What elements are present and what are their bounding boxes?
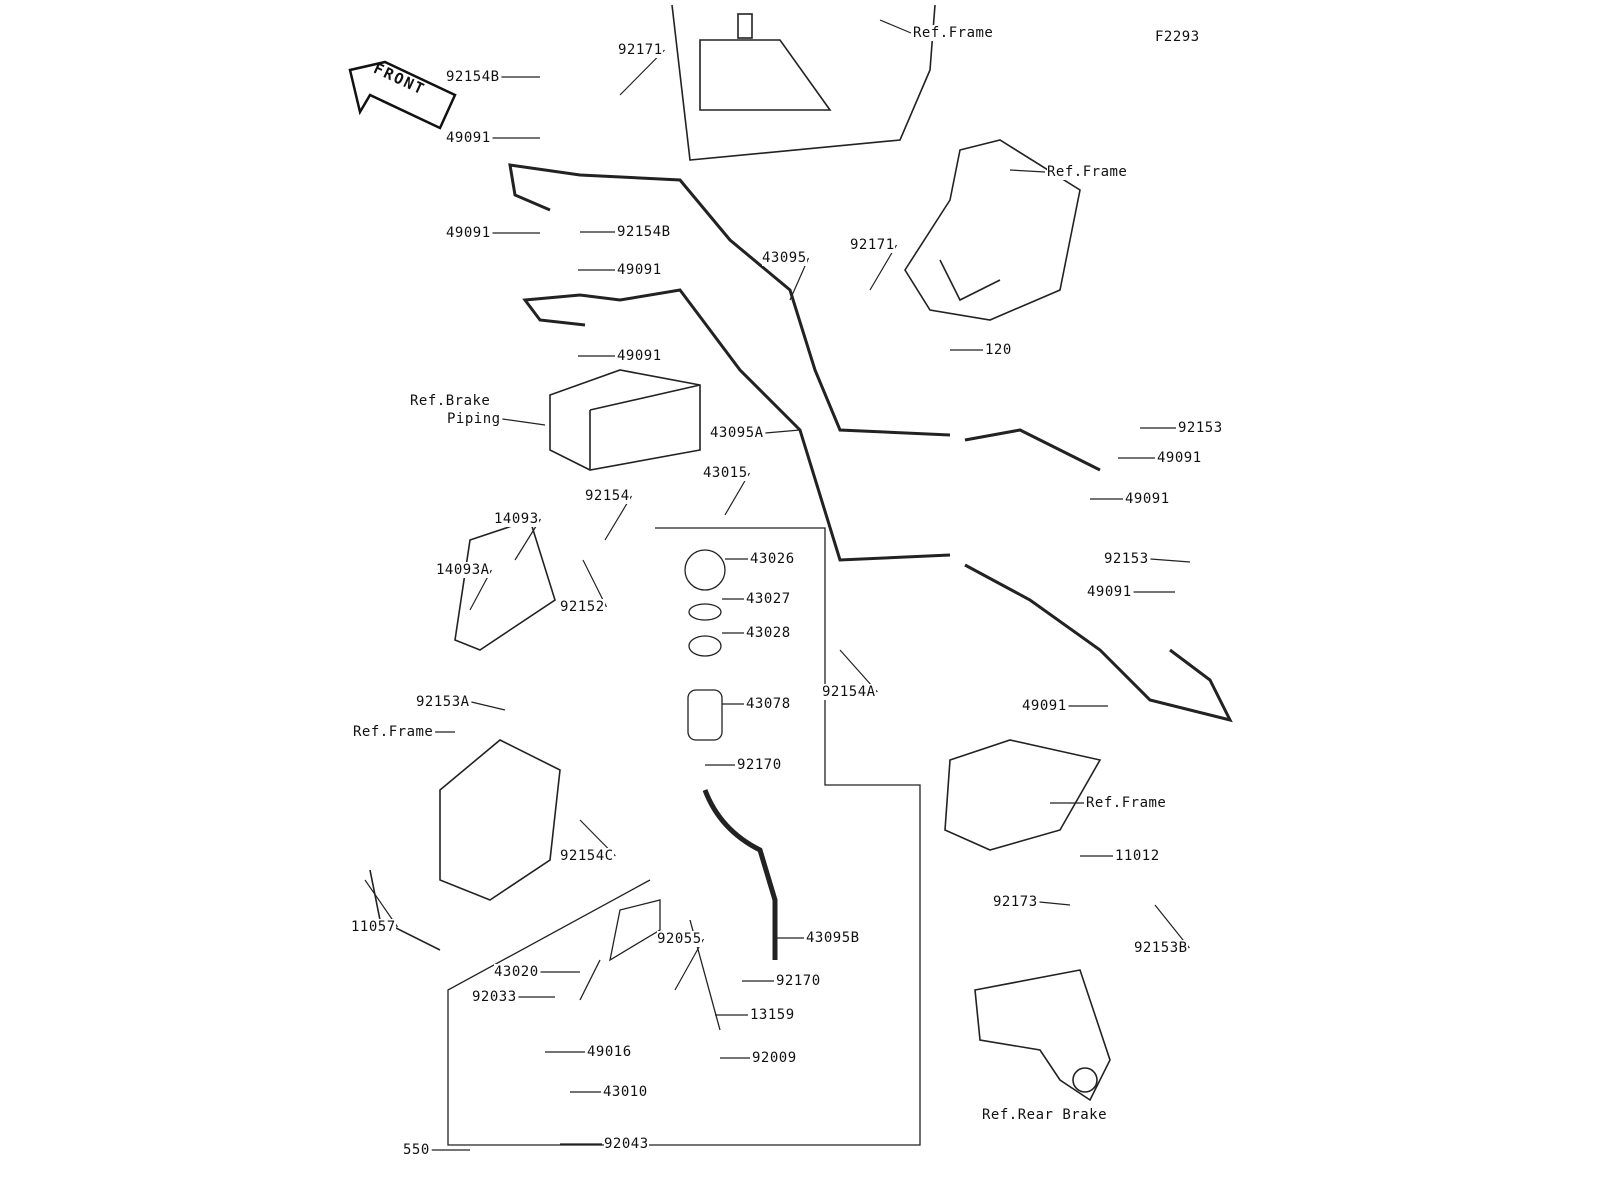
callout-92154B-top: 92154B [446, 69, 500, 85]
callout-92170-a: 92170 [737, 757, 782, 773]
callout-49091-g: 49091 [1087, 584, 1132, 600]
callout-49091-a: 49091 [446, 130, 491, 146]
callout-43020: 43020 [494, 964, 539, 980]
brake-hose-43095 [508, 163, 1233, 723]
callout-92171-top: 92171 [618, 42, 663, 58]
leader-piping [502, 418, 546, 426]
leader-lines [364, 19, 1191, 1151]
callout-piping: Piping [447, 411, 501, 427]
figure-code: F2293 [1155, 29, 1200, 45]
callout-ref-frame-top: Ref.Frame [913, 25, 994, 41]
callout-92153A: 92153A [416, 694, 470, 710]
callout-ref-brake: Ref.Brake [410, 393, 491, 409]
callout-11012: 11012 [1115, 848, 1160, 864]
callout-ref-frame-upper-right: Ref.Frame [1047, 164, 1128, 180]
callout-92033: 92033 [472, 989, 517, 1005]
abs-unit [549, 369, 701, 471]
callout-49091-e: 49091 [1157, 450, 1202, 466]
callout-49091-h: 49091 [1022, 698, 1067, 714]
callout-92043: 92043 [604, 1136, 649, 1152]
callout-92154: 92154 [585, 488, 630, 504]
callout-43015: 43015 [703, 465, 748, 481]
callout-43095B: 43095B [806, 930, 860, 946]
callout-92152: 92152 [560, 599, 605, 615]
callout-49016: 49016 [587, 1044, 632, 1060]
callout-49091-b: 49091 [446, 225, 491, 241]
leader-92153A [471, 701, 506, 711]
leader-92173 [1039, 901, 1071, 906]
callout-43010: 43010 [603, 1084, 648, 1100]
callout-49091-c: 49091 [617, 262, 662, 278]
callout-92154A: 92154A [822, 684, 876, 700]
callout-550: 550 [403, 1142, 430, 1158]
callout-92154B-mid: 92154B [617, 224, 671, 240]
callout-92154C: 92154C [560, 848, 614, 864]
leader-43095A [765, 429, 801, 434]
reservoir-group-box [447, 527, 921, 1146]
callout-11057: 11057 [351, 919, 396, 935]
callout-92009: 92009 [752, 1050, 797, 1066]
callout-43078: 43078 [746, 696, 791, 712]
callout-92170-b: 92170 [776, 973, 821, 989]
frame-right [944, 739, 1111, 1102]
callout-120: 120 [985, 342, 1012, 358]
frame-upper-right [904, 139, 1081, 321]
callout-92173: 92173 [993, 894, 1038, 910]
frame-top [671, 4, 936, 161]
callout-ref-frame-right: Ref.Frame [1086, 795, 1167, 811]
callout-ref-frame-left: Ref.Frame [353, 724, 434, 740]
callout-43095A: 43095A [710, 425, 764, 441]
callout-49091-f: 49091 [1125, 491, 1170, 507]
front-arrow-icon [348, 60, 457, 130]
callout-14093A: 14093A [436, 562, 490, 578]
callout-92055: 92055 [657, 931, 702, 947]
callout-43026: 43026 [750, 551, 795, 567]
leader-92055 [674, 938, 705, 991]
leader-ref-frame-top [879, 19, 912, 34]
callout-43027: 43027 [746, 591, 791, 607]
callout-43095: 43095 [762, 250, 807, 266]
callout-14093: 14093 [494, 511, 539, 527]
leader-92153-b [1150, 558, 1191, 563]
callout-49091-d: 49091 [617, 348, 662, 364]
callout-92153-a: 92153 [1178, 420, 1223, 436]
callout-92171-mid: 92171 [850, 237, 895, 253]
callout-92153-b: 92153 [1104, 551, 1149, 567]
leader-ref-frame-upper-right [1009, 169, 1046, 173]
callout-92153B: 92153B [1134, 940, 1188, 956]
callout-13159: 13159 [750, 1007, 795, 1023]
callout-43028: 43028 [746, 625, 791, 641]
callout-ref-rear-brake: Ref.Rear Brake [982, 1107, 1108, 1123]
